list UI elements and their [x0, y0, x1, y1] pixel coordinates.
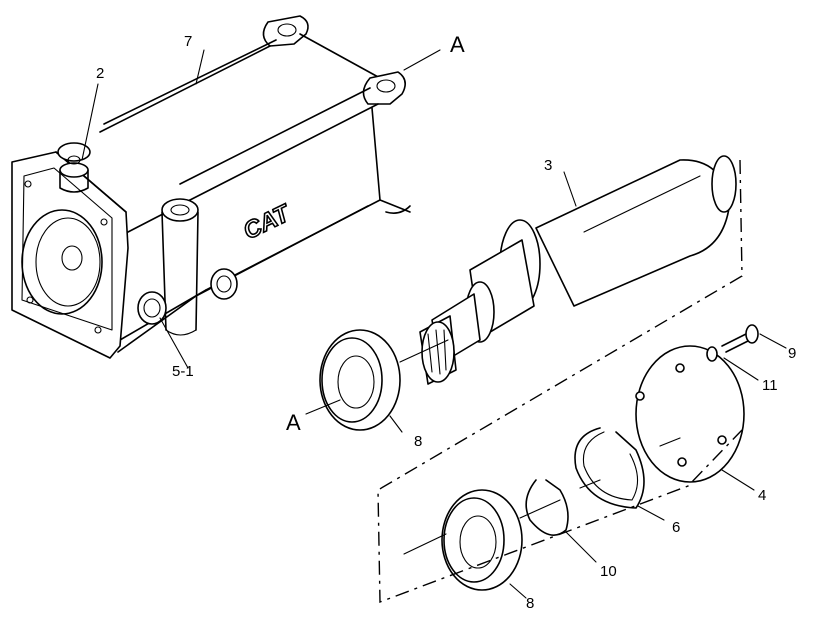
seal-upper — [319, 329, 401, 431]
section-mark-top: A — [450, 32, 465, 57]
callout-10: 10 — [600, 563, 617, 580]
seal-lower — [441, 489, 523, 591]
retaining-ring-large — [574, 427, 645, 509]
callout-3: 3 — [544, 157, 552, 174]
callout-2: 2 — [96, 65, 104, 82]
callout-8-lower: 8 — [526, 595, 534, 612]
housing: CAT — [11, 15, 411, 359]
leader-lines — [81, 49, 787, 599]
callout-5-1: 5-1 — [172, 363, 194, 380]
section-mark-left: A — [286, 410, 301, 435]
shaft — [419, 155, 737, 385]
brand-logo: CAT — [239, 199, 296, 245]
callout-9: 9 — [788, 345, 796, 362]
bolt-washer — [706, 324, 759, 362]
callout-6: 6 — [672, 519, 680, 536]
snap-ring-small — [525, 479, 569, 536]
callout-11: 11 — [762, 377, 778, 394]
callout-7: 7 — [184, 33, 192, 50]
cover-plate — [635, 345, 745, 483]
explosion-boundary — [377, 159, 743, 604]
callout-8-upper: 8 — [414, 433, 422, 450]
callout-4: 4 — [758, 487, 766, 504]
